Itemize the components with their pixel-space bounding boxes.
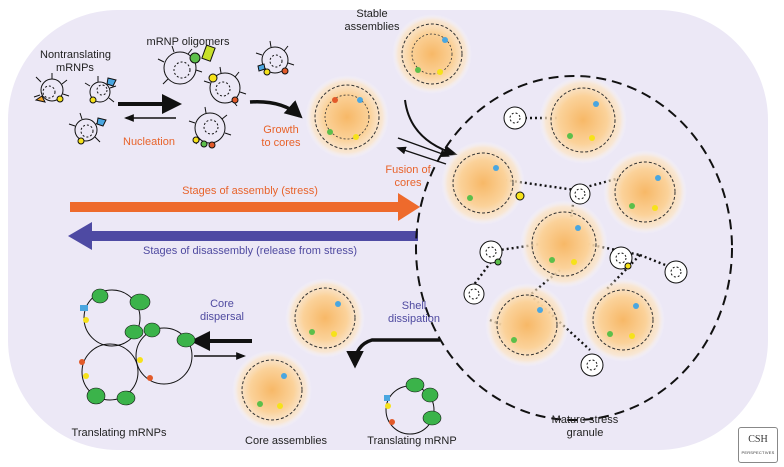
label-oligomers: mRNP oligomers	[146, 36, 230, 48]
label-fusion-line2: cores	[394, 177, 422, 189]
label-fusion-line1: Fusion of	[385, 164, 431, 176]
csh-perspectives-logo: CSH PERSPECTIVES	[738, 427, 778, 463]
core-assembly-bottom	[232, 350, 312, 430]
label-translating-mrnps: Translating mRNPs	[71, 427, 167, 439]
disassembly-stage-arrow	[68, 222, 418, 250]
label-stable-line1: Stable	[356, 8, 388, 20]
label-nontranslating-line1: Nontranslating	[40, 49, 111, 61]
label-mature-granule-line1: Mature stress	[551, 414, 619, 426]
label-mature-granule-line2: granule	[566, 427, 604, 439]
label-translating-mrnp: Translating mRNP	[367, 435, 457, 447]
granule-core-6	[581, 278, 665, 362]
label-stable: Stable assemblies	[340, 8, 404, 34]
growth-arrow	[249, 100, 303, 119]
granule-core-4	[520, 200, 608, 288]
shell-dissipation-arrow	[346, 338, 440, 369]
logo-text-csh: CSH	[748, 434, 768, 445]
core-assembly-top	[285, 278, 365, 358]
stable-assembly-2	[305, 75, 389, 159]
label-nucleation: Nucleation	[123, 136, 175, 148]
label-fusion: Fusion of cores	[378, 164, 438, 190]
granule-core-3	[603, 150, 687, 234]
single-mrnp-growth	[255, 40, 295, 76]
fusion-forward-arrow	[397, 137, 450, 158]
label-mature-granule: Mature stress granule	[545, 414, 625, 440]
label-growth: Growth to cores	[254, 124, 308, 150]
label-core-dispersal: Core dispersal	[194, 298, 250, 324]
label-nontranslating: Nontranslating mRNPs	[40, 49, 111, 75]
label-stable-line2: assemblies	[344, 21, 400, 33]
granule-core-5	[485, 283, 569, 367]
translating-mrnps-cluster	[79, 288, 196, 406]
label-core-dispersal-line1: Core	[210, 298, 234, 310]
logo-text-perspectives: PERSPECTIVES	[741, 450, 775, 455]
mrnp-oligomer-cluster	[157, 44, 247, 149]
assembly-stage-arrow	[70, 193, 420, 221]
label-core-assemblies: Core assemblies	[245, 435, 327, 447]
mature-granule-boundary	[415, 75, 733, 421]
label-nontranslating-line2: mRNPs	[56, 62, 94, 74]
label-stages-disassembly: Stages of disassembly (release from stre…	[143, 245, 357, 257]
label-stages-assembly: Stages of assembly (stress)	[182, 185, 318, 197]
label-shell-dissipation-line1: Shell	[401, 300, 427, 312]
label-shell-dissipation: Shell dissipation	[378, 300, 450, 326]
stable-assembly-1	[392, 14, 472, 94]
label-shell-dissipation-line2: dissipation	[388, 313, 440, 325]
translating-mrnp-single	[384, 377, 442, 435]
granule-shell-mrnps	[463, 106, 688, 377]
nontranslating-mrnp-cluster	[33, 73, 117, 145]
granule-core-2	[441, 141, 525, 225]
granule-core-1	[539, 76, 627, 164]
label-growth-line2: to cores	[261, 137, 301, 149]
label-core-dispersal-line2: dispersal	[199, 311, 245, 323]
label-growth-line1: Growth	[263, 124, 299, 136]
